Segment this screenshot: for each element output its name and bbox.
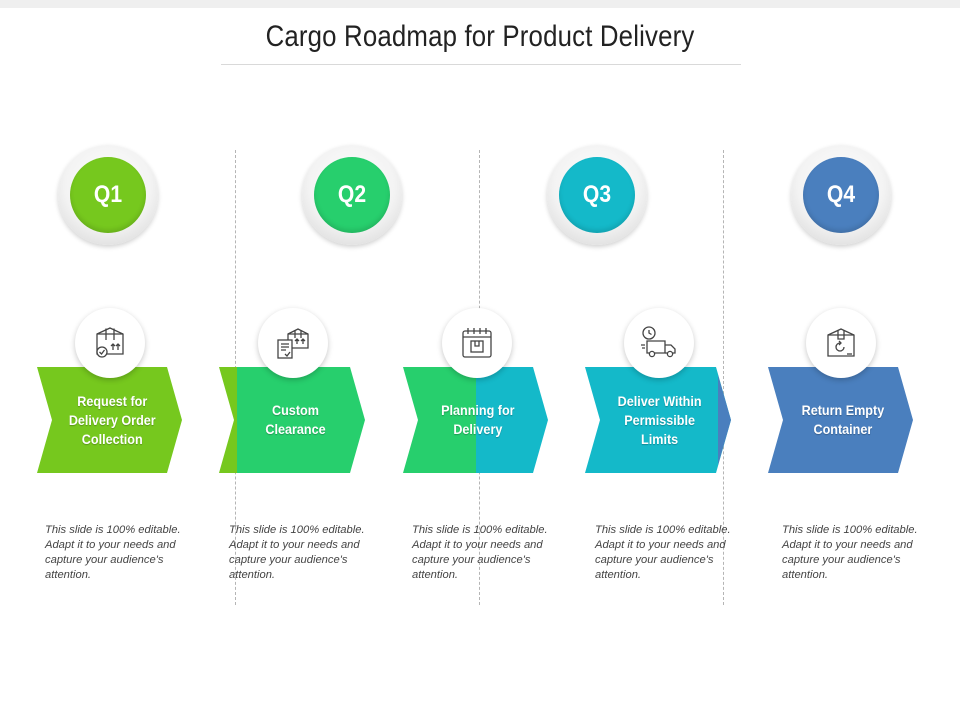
quarter-q3-label: Q3 xyxy=(582,181,612,208)
quarter-q2: Q2 xyxy=(302,145,402,245)
divider-q3-q4 xyxy=(723,150,724,605)
step-4-description: This slide is 100% editable. Adapt it to… xyxy=(595,524,731,581)
step-4-shape xyxy=(585,367,731,473)
step-5-label: Return Empty Container xyxy=(801,402,885,437)
quarter-q3: Q3 xyxy=(547,145,647,245)
quarter-q3-disc: Q3 xyxy=(559,157,635,233)
quarter-q1-label: Q1 xyxy=(93,181,123,208)
step-2-label: Custom Clearance xyxy=(264,402,326,437)
quarter-q4: Q4 xyxy=(791,145,891,245)
step-1-arrow: Request for Delivery Order Collection xyxy=(37,367,182,473)
step-5-arrow: Return Empty Container xyxy=(768,367,913,473)
step-2-shape xyxy=(219,367,365,473)
step-2-description: This slide is 100% editable. Adapt it to… xyxy=(229,524,365,581)
step-2-icon-circle xyxy=(258,308,328,378)
step-3-shape xyxy=(403,367,548,473)
step-1-shape xyxy=(37,367,182,473)
step-4-label: Deliver Within Permissible Limits xyxy=(618,392,702,447)
step-1-description: This slide is 100% editable. Adapt it to… xyxy=(45,524,181,581)
step-4-icon-circle xyxy=(624,308,694,378)
package-check-icon xyxy=(96,327,124,358)
step-3-icon-circle xyxy=(442,308,512,378)
step-5-shape xyxy=(768,367,913,473)
top-bar xyxy=(0,0,960,8)
step-5-description: This slide is 100% editable. Adapt it to… xyxy=(782,524,918,581)
step-3-description: This slide is 100% editable. Adapt it to… xyxy=(412,524,548,581)
box-return-icon xyxy=(827,328,855,357)
title-underline xyxy=(221,64,741,65)
step-3-label: Planning for Delivery xyxy=(441,402,515,437)
quarter-q2-label: Q2 xyxy=(337,181,367,208)
quarter-q1-disc: Q1 xyxy=(70,157,146,233)
calendar-box-icon xyxy=(462,328,492,358)
step-5-icon-circle xyxy=(806,308,876,378)
document-package-icon xyxy=(277,328,309,359)
quarter-q4-disc: Q4 xyxy=(803,157,879,233)
step-2-arrow: Custom Clearance xyxy=(219,367,365,473)
step-4-arrow: Deliver Within Permissible Limits xyxy=(585,367,731,473)
delivery-truck-clock-icon xyxy=(641,326,676,358)
step-1-label: Request for Delivery Order Collection xyxy=(68,392,156,447)
quarter-q4-label: Q4 xyxy=(826,181,856,208)
quarter-q1: Q1 xyxy=(58,145,158,245)
step-3-arrow: Planning for Delivery xyxy=(403,367,548,473)
slide-title: Cargo Roadmap for Product Delivery xyxy=(265,20,695,53)
step-1-icon-circle xyxy=(75,308,145,378)
quarter-q2-disc: Q2 xyxy=(314,157,390,233)
